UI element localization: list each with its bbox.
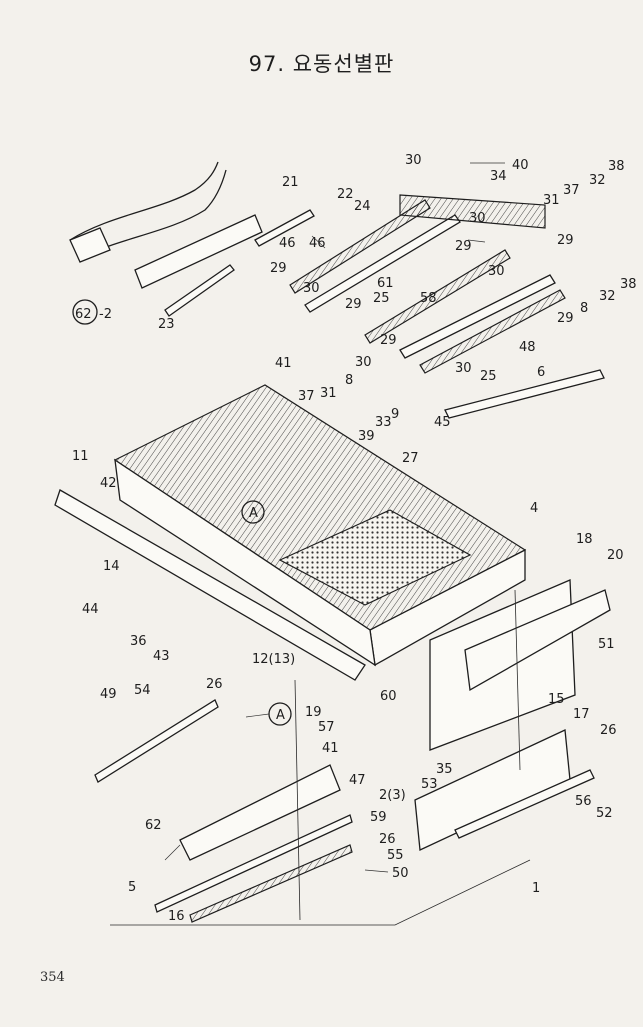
ref-label: 4 — [530, 501, 538, 516]
ref-label: 24 — [354, 199, 371, 214]
ref-label: 26 — [379, 832, 396, 847]
ref-label: 36 — [130, 634, 147, 649]
ref-label: 17 — [573, 707, 590, 722]
ref-label: 25 — [480, 369, 497, 384]
ref-label: 27 — [402, 451, 419, 466]
ref-label: 44 — [82, 602, 99, 617]
ref-label: 34 — [490, 169, 507, 184]
ref-label: 45 — [434, 415, 451, 430]
ref-label: 29 — [455, 239, 472, 254]
ref-label: A — [276, 708, 285, 723]
ref-label: 46 — [309, 236, 326, 251]
ref-label: 23 — [158, 317, 175, 332]
ref-label: 49 — [100, 687, 117, 702]
ref-label: 16 — [168, 909, 185, 924]
ref-label: 8 — [345, 373, 353, 388]
ref-label: 47 — [349, 773, 366, 788]
ref-label: 48 — [519, 340, 536, 355]
guide-line — [514, 589, 521, 771]
ref-label: 41 — [275, 356, 292, 371]
ref-label: 32 — [589, 173, 606, 188]
ref-label: 43 — [153, 649, 170, 664]
ref-label: 29 — [345, 297, 362, 312]
ref-label: 37 — [563, 183, 580, 198]
upper-frame-bracket — [69, 161, 315, 317]
ref-label: 29 — [270, 261, 287, 276]
ref-label: 35 — [436, 762, 453, 777]
ref-label: 29 — [380, 333, 397, 348]
ref-label: 30 — [488, 264, 505, 279]
ref-label: 30 — [469, 211, 486, 226]
ref-label: 26 — [206, 677, 223, 692]
ref-label: 50 — [392, 866, 409, 881]
ref-label: 29 — [557, 233, 574, 248]
ref-label: 51 — [598, 637, 615, 652]
ref-label: 14 — [103, 559, 120, 574]
ref-label: 41 — [322, 741, 339, 756]
ref-labels: 21 22 24 46 46 29 30 61 25 23 62 -2 30 3… — [72, 153, 637, 924]
ref-label: 11 — [72, 449, 89, 464]
ref-label: 2(3) — [379, 788, 406, 803]
ref-label: 52 — [596, 806, 613, 821]
ref-label: 54 — [134, 683, 151, 698]
ref-label: 30 — [455, 361, 472, 376]
ref-label: 30 — [355, 355, 372, 370]
leader-lines — [164, 162, 505, 873]
page-number: 354 — [40, 970, 65, 985]
ref-label: 57 — [318, 720, 335, 735]
ref-label: 29 — [557, 311, 574, 326]
ref-label: 42 — [100, 476, 117, 491]
guide-line — [294, 679, 301, 921]
ref-label: 32 — [599, 289, 616, 304]
ref-label: 53 — [421, 777, 438, 792]
ref-label: 38 — [620, 277, 637, 292]
ref-label: 37 — [298, 389, 315, 404]
ref-label: 31 — [320, 386, 337, 401]
ref-label: 39 — [358, 429, 375, 444]
ref-label: 12(13) — [252, 652, 295, 667]
ref-label: 1 — [532, 881, 540, 896]
ref-label: 61 — [377, 276, 394, 291]
ref-label: 26 — [600, 723, 617, 738]
ref-label: 25 — [373, 291, 390, 306]
ref-label: 46 — [279, 236, 296, 251]
ref-label: 60 — [380, 689, 397, 704]
callout-circle — [241, 500, 265, 524]
upper-rails — [289, 194, 605, 419]
callout-circle — [72, 299, 98, 325]
ref-label: 62 — [145, 818, 162, 833]
ref-label: 33 — [375, 415, 392, 430]
ref-label: 21 — [282, 175, 299, 190]
ref-label: 6 — [537, 365, 545, 380]
sieve-box — [54, 384, 611, 851]
ref-label: 56 — [575, 794, 592, 809]
ref-label: 22 — [337, 187, 354, 202]
ref-label: 19 — [305, 705, 322, 720]
ref-label: 59 — [370, 810, 387, 825]
ref-label: 30 — [303, 281, 320, 296]
lower-parts — [94, 699, 595, 923]
ref-label: 9 — [391, 407, 399, 422]
ref-label: 55 — [387, 848, 404, 863]
ref-label: 15 — [548, 692, 565, 707]
page-title: 97. 요동선별판 — [248, 52, 395, 76]
ref-label: 18 — [576, 532, 593, 547]
ref-label: 30 — [405, 153, 422, 168]
ref-label: -2 — [99, 307, 112, 322]
base-outline — [110, 859, 531, 926]
ref-label: 58 — [420, 291, 437, 306]
ref-label: 20 — [607, 548, 624, 563]
ref-label: 5 — [128, 880, 136, 895]
ref-label: 62 — [75, 307, 92, 322]
ref-label: 40 — [512, 158, 529, 173]
ref-label: 38 — [608, 159, 625, 174]
ref-label: 31 — [543, 193, 560, 208]
ref-label: A — [249, 506, 258, 521]
ref-label: 8 — [580, 301, 588, 316]
